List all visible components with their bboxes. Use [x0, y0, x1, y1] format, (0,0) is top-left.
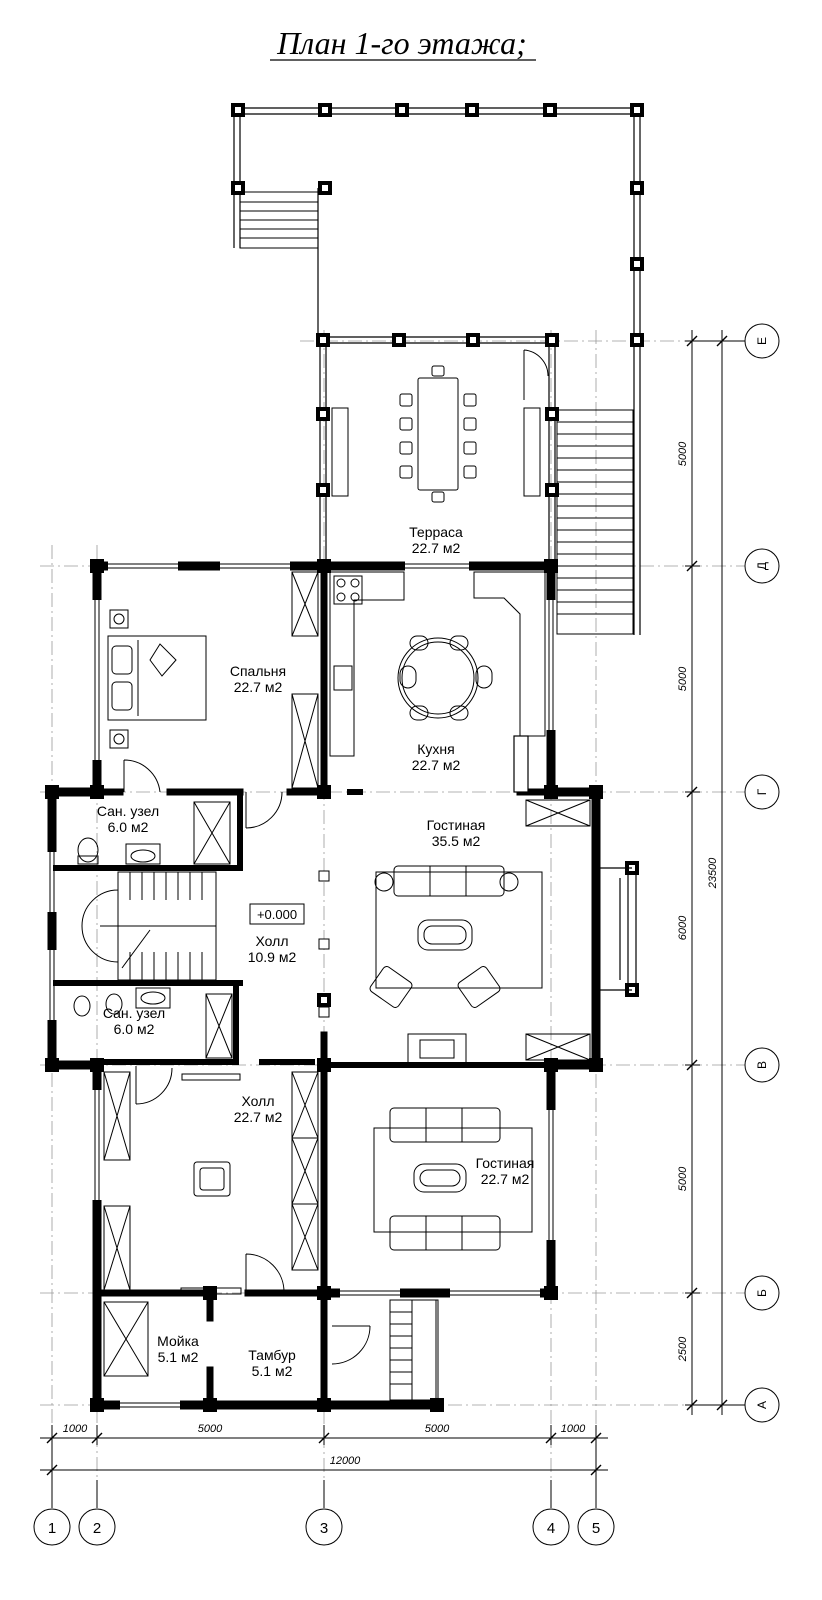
interior-walls	[53, 562, 555, 1409]
room-vestibule-name: Тамбур	[248, 1347, 296, 1363]
dim-right-2: 5000	[677, 666, 689, 691]
axis-label-a: А	[755, 1401, 769, 1409]
room-kitchen-name: Кухня	[417, 741, 454, 757]
axis-label-v: В	[755, 1061, 769, 1069]
column-post-core	[320, 411, 326, 417]
axis-label-5: 5	[592, 1520, 600, 1537]
doors	[123, 759, 371, 1365]
hall-post	[318, 1006, 330, 1018]
column-post-core	[634, 107, 640, 113]
kitchen-round-table	[397, 635, 493, 721]
room-bath2-name: Сан. узел	[103, 1005, 165, 1021]
room-bedroom-name: Спальня	[230, 663, 286, 679]
hall-post	[318, 870, 330, 882]
room-bath1-name: Сан. узел	[97, 803, 159, 819]
column-post-core	[321, 997, 327, 1003]
living-room1-furniture	[369, 799, 591, 1065]
terrace-area	[319, 336, 634, 635]
column-post-core	[320, 337, 326, 343]
room-hall1-name: Холл	[256, 933, 289, 949]
room-sink-name: Мойка	[157, 1333, 199, 1349]
windows	[47, 561, 556, 1410]
living-room2-furniture	[373, 1107, 533, 1251]
axis-label-1: 1	[48, 1520, 56, 1537]
column-post-core	[634, 185, 640, 191]
axis-label-b: Б	[755, 1289, 769, 1297]
hall-post	[318, 938, 330, 950]
dim-bottom-total: 12000	[330, 1455, 361, 1467]
column-post-core	[469, 107, 475, 113]
room-living1-area: 35.5 м2	[432, 833, 481, 849]
room-living1-name: Гостиная	[427, 817, 486, 833]
axis-label-d: Д	[755, 562, 769, 570]
dining-chairs	[399, 365, 477, 503]
dim-bottom-2: 5000	[198, 1423, 223, 1435]
room-hall2-area: 22.7 м2	[234, 1109, 283, 1125]
column-post-core	[547, 107, 553, 113]
dining-table	[417, 377, 459, 491]
sink-room-fixtures	[103, 1301, 149, 1377]
right-dimensions: 5000 5000 6000 5000 2500 23500	[677, 330, 745, 1415]
column-post-core	[322, 185, 328, 191]
bottom-dimensions: 1000 5000 5000 1000 12000	[40, 1423, 608, 1480]
dim-bottom-4: 1000	[561, 1423, 586, 1435]
hall-wardrobes	[103, 1071, 319, 1291]
axis-label-g: Г	[755, 788, 769, 795]
room-kitchen-area: 22.7 м2	[412, 757, 461, 773]
dim-right-5: 2500	[677, 1336, 689, 1362]
axis-label-4: 4	[547, 1520, 555, 1537]
plan-title: План 1-го этажа;	[276, 25, 527, 61]
axis-label-e: Е	[755, 337, 769, 345]
dim-right-total: 23500	[707, 857, 719, 889]
column-post-core	[320, 487, 326, 493]
column-post-core	[399, 107, 405, 113]
room-terrace-area: 22.7 м2	[412, 540, 461, 556]
room-bath1-area: 6.0 м2	[108, 819, 149, 835]
level-mark-box	[249, 903, 305, 925]
room-bedroom-area: 22.7 м2	[234, 679, 283, 695]
dim-right-3: 6000	[677, 915, 689, 940]
dim-bottom-3: 5000	[425, 1423, 450, 1435]
column-post-core	[634, 337, 640, 343]
column-post-core	[322, 107, 328, 113]
axis-label-3: 3	[320, 1520, 328, 1537]
level-mark: +0.000	[257, 907, 297, 922]
room-vestibule-area: 5.1 м2	[252, 1363, 293, 1379]
room-hall2-name: Холл	[242, 1093, 275, 1109]
furniture	[73, 571, 591, 1401]
column-post-core	[634, 261, 640, 267]
axis-markers-right: Е Д Г В Б А	[744, 323, 780, 1423]
bathroom2-fixtures	[73, 987, 233, 1059]
dim-right-1: 5000	[677, 441, 689, 466]
kitchen-counters	[329, 571, 546, 757]
upper-terrace	[233, 107, 641, 635]
axis-label-2: 2	[93, 1520, 101, 1537]
column-post-core	[549, 487, 555, 493]
axis-markers-bottom: 1 2 3 4 5	[33, 1480, 615, 1546]
terrace-stairs	[556, 409, 634, 635]
room-living2-area: 22.7 м2	[481, 1171, 530, 1187]
column-post-core	[549, 411, 555, 417]
interior-stairs	[81, 871, 217, 981]
column-post-core	[549, 337, 555, 343]
column-post-core	[470, 337, 476, 343]
column-post-core	[396, 337, 402, 343]
room-hall1-area: 10.9 м2	[248, 949, 297, 965]
room-terrace-name: Терраса	[409, 524, 463, 540]
room-labels: Терраса 22.7 м2 Спальня 22.7 м2 Кухня 22…	[97, 524, 535, 1379]
column-post-core	[235, 107, 241, 113]
bay-window	[600, 867, 637, 991]
column-post-core	[235, 185, 241, 191]
grid-lines	[40, 330, 745, 1480]
room-sink-area: 5.1 м2	[158, 1349, 199, 1365]
bathroom1-fixtures	[77, 801, 231, 865]
room-bath2-area: 6.0 м2	[114, 1021, 155, 1037]
entry-stairs	[389, 1299, 439, 1401]
room-living2-name: Гостиная	[476, 1155, 535, 1171]
dim-bottom-1: 1000	[63, 1423, 88, 1435]
bed	[107, 609, 207, 749]
dim-right-4: 5000	[677, 1166, 689, 1191]
